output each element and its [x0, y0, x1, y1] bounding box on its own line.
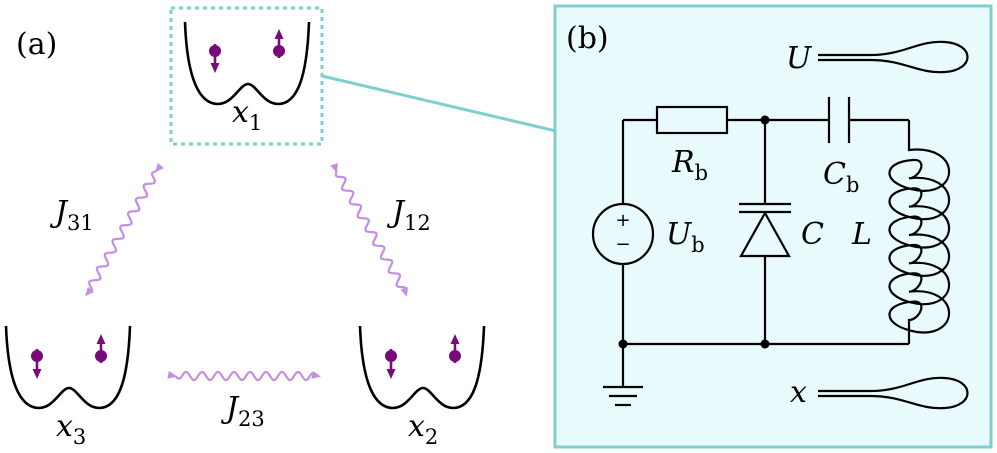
source-plus-sign: +: [615, 210, 630, 231]
coupling-31-wavy-arrow: [85, 162, 164, 297]
resistor-icon: [655, 105, 729, 135]
coupling-23-wavy-arrow: [167, 370, 321, 382]
varactor-diode-icon: [739, 202, 791, 258]
coupling-31-label: J31: [49, 195, 94, 235]
site-3-label: x3: [56, 409, 86, 449]
site-1-label: x1: [232, 95, 262, 135]
junction-dot: [760, 115, 770, 125]
site-3: [4, 325, 132, 410]
source-label: Ub: [666, 217, 705, 257]
site-1: [183, 21, 311, 106]
site-2-label: x2: [408, 409, 438, 449]
ground-icon: [603, 385, 643, 407]
resistor-label: Rb: [671, 145, 708, 185]
spin-down-icon: [385, 349, 397, 379]
port-top-label: U: [786, 41, 813, 76]
panel-a-label: (a): [16, 27, 57, 62]
double-well-potential: [4, 325, 132, 410]
coupling-12-wavy-arrow: [330, 163, 408, 297]
spin-up-icon: [273, 29, 285, 58]
spin-down-icon: [31, 349, 43, 379]
inductor-icon: [888, 120, 951, 344]
source-minus-sign: −: [615, 234, 630, 255]
double-well-potential: [358, 325, 486, 410]
spin-up-icon: [449, 334, 461, 363]
inductor-label: L: [851, 217, 872, 252]
coupling-23-label: J23: [220, 391, 265, 431]
site-2: [358, 325, 486, 410]
junction-dot: [618, 339, 628, 349]
diode-label: C: [801, 217, 824, 252]
voltage-source-icon: [591, 202, 655, 266]
coupling-12-label: J12: [386, 195, 431, 235]
junction-dot: [760, 339, 770, 349]
port-bottom-loop-icon: [818, 376, 969, 410]
capacitor-icon: [827, 97, 851, 143]
spin-up-icon: [95, 334, 107, 363]
spin-down-icon: [209, 44, 221, 73]
zoom-connector-line: [321, 74, 557, 133]
double-well-potential: [183, 21, 311, 106]
port-bottom-label: x: [790, 375, 807, 410]
capacitor-label: Cb: [823, 157, 859, 197]
panel-b-label: (b): [566, 21, 609, 56]
port-top-loop-icon: [818, 40, 969, 74]
